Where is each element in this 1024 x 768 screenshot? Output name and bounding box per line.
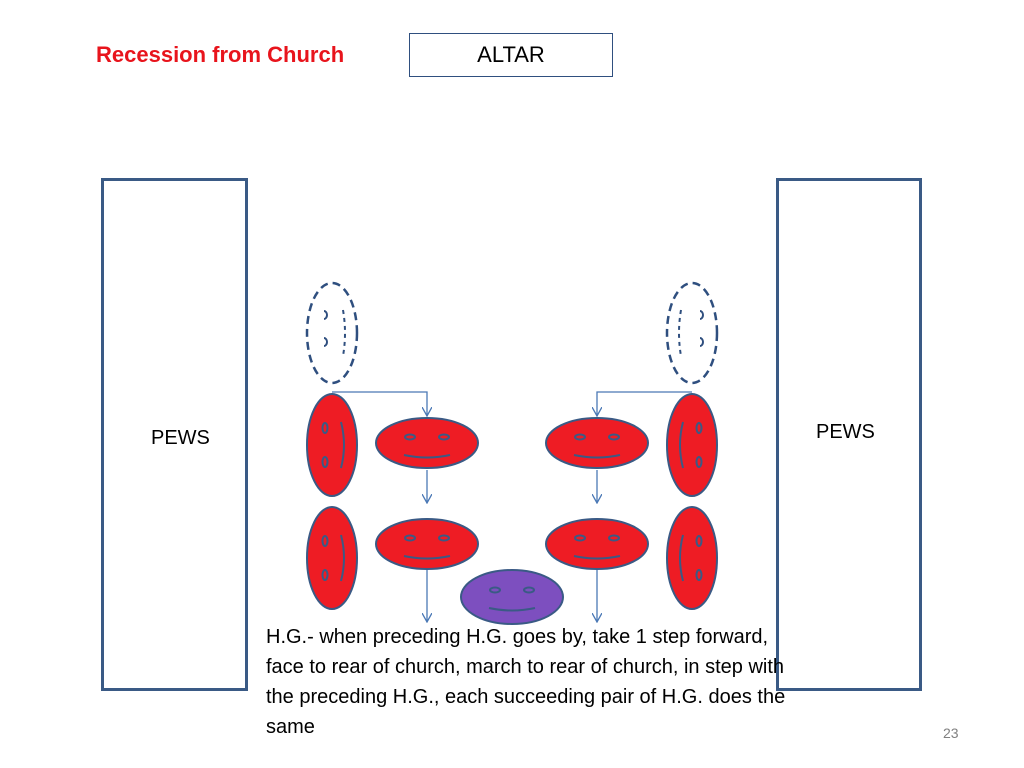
left-upper-side-face (306, 393, 358, 497)
pews-right-label: PEWS (816, 421, 875, 443)
pews-left-label: PEWS (151, 427, 210, 449)
right-upper-front-face (545, 417, 649, 469)
right-lower-front-face (545, 518, 649, 570)
altar-label: ALTAR (477, 42, 545, 67)
movement-arrows (332, 391, 692, 622)
left-upper-front-face (375, 417, 479, 469)
page-number: 23 (943, 725, 959, 741)
left-dashed-guard (305, 281, 359, 385)
altar-box: ALTAR (409, 33, 613, 77)
right-upper-side-face (666, 393, 718, 497)
instruction-note: H.G.- when preceding H.G. goes by, take … (266, 626, 786, 738)
center-purple-face (460, 569, 564, 625)
pews-left: PEWS (101, 178, 248, 691)
left-lower-side-face (306, 506, 358, 610)
slide-title: Recession from Church (96, 42, 345, 67)
right-lower-side-face (666, 506, 718, 610)
right-dashed-guard (665, 281, 719, 385)
arrow-left-turn (332, 391, 427, 416)
arrow-right-turn (597, 391, 692, 416)
pews-right: PEWS (776, 178, 922, 691)
left-lower-front-face (375, 518, 479, 570)
